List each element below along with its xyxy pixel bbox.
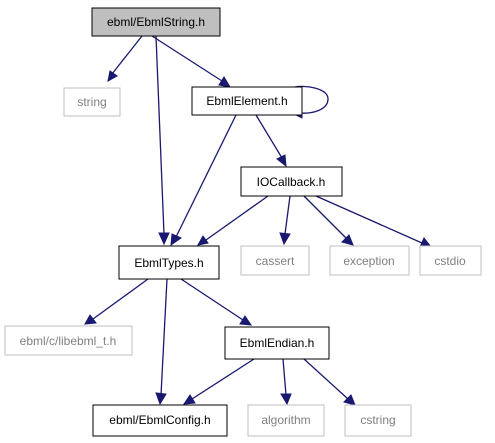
node-label: cassert	[256, 254, 295, 268]
node-ebml-config[interactable]: ebml/EbmlConfig.h	[92, 404, 228, 437]
edge-ebmlelement-self	[294, 85, 329, 114]
node-label: cstring	[360, 413, 395, 427]
arrow-libebml	[84, 314, 97, 325]
node-ebml-types[interactable]: EbmlTypes.h	[118, 245, 220, 280]
node-libebml-t[interactable]: ebml/c/libebml_t.h	[4, 325, 133, 356]
node-ebml-string[interactable]: ebml/EbmlString.h	[91, 7, 221, 37]
edge-iocallback-exception	[303, 195, 347, 239]
node-ebml-element[interactable]: EbmlElement.h	[191, 86, 303, 116]
node-exception[interactable]: exception	[329, 245, 410, 276]
node-label: ebml/c/libebml_t.h	[20, 334, 117, 348]
edge-ebmltypes-ebmlendian	[180, 278, 244, 321]
arrow-ebmlconfig-from-endian	[183, 394, 196, 405]
arrow-cstring	[343, 394, 356, 406]
edge-ebmlendian-cstring	[303, 358, 349, 400]
node-label: string	[77, 95, 106, 109]
arrow-cassert	[279, 232, 291, 246]
arrow-ebmlendian	[239, 315, 252, 326]
arrow-ebmlelement	[218, 76, 231, 88]
node-label: EbmlEndian.h	[240, 336, 315, 350]
edge-ebmltypes-libebml	[92, 278, 149, 320]
edge-ebmlelement-iocallback	[255, 114, 283, 159]
node-ebml-endian[interactable]: EbmlEndian.h	[224, 326, 330, 360]
node-label: ebml/EbmlString.h	[107, 15, 205, 29]
arrow-iocallback	[276, 154, 287, 168]
node-label: ebml/EbmlConfig.h	[109, 413, 210, 427]
node-label: cstdio	[434, 254, 466, 268]
edges	[84, 35, 433, 406]
edge-ebmlelement-ebmltypes	[175, 114, 237, 238]
arrow-exception	[341, 234, 354, 246]
node-cassert[interactable]: cassert	[240, 245, 310, 276]
arrow-ebmltypes-from-element	[170, 233, 183, 247]
edge-iocallback-cstdio	[315, 195, 423, 244]
edge-ebmlstring-ebmlelement	[151, 35, 223, 82]
node-label: EbmlTypes.h	[134, 256, 203, 270]
node-io-callback[interactable]: IOCallback.h	[240, 166, 343, 197]
node-algorithm[interactable]: algorithm	[247, 404, 325, 437]
edge-ebmltypes-ebmlconfig	[160, 278, 168, 396]
edge-iocallback-cassert	[284, 195, 291, 235]
edge-ebmlendian-ebmlconfig	[191, 358, 255, 400]
node-cstring[interactable]: cstring	[344, 404, 412, 437]
node-label: exception	[343, 254, 394, 268]
arrow-ebmltypes-from-io	[197, 235, 209, 246]
arrow-ebmltypes-from-string	[158, 232, 170, 246]
edge-ebmlendian-algorithm	[282, 358, 287, 396]
arrow-ebmlconfig-from-types	[155, 392, 167, 406]
node-string[interactable]: string	[63, 87, 121, 117]
arrow-algorithm	[280, 393, 292, 406]
node-label: EbmlElement.h	[206, 94, 287, 108]
node-label: algorithm	[261, 413, 310, 427]
edge-ebmlstring-string	[111, 35, 143, 75]
arrow-string	[107, 70, 118, 82]
node-cstdio[interactable]: cstdio	[419, 245, 482, 276]
node-label: IOCallback.h	[257, 175, 326, 189]
edge-iocallback-ebmltypes	[205, 195, 269, 241]
edge-ebmlstring-ebmltypes	[155, 35, 165, 235]
